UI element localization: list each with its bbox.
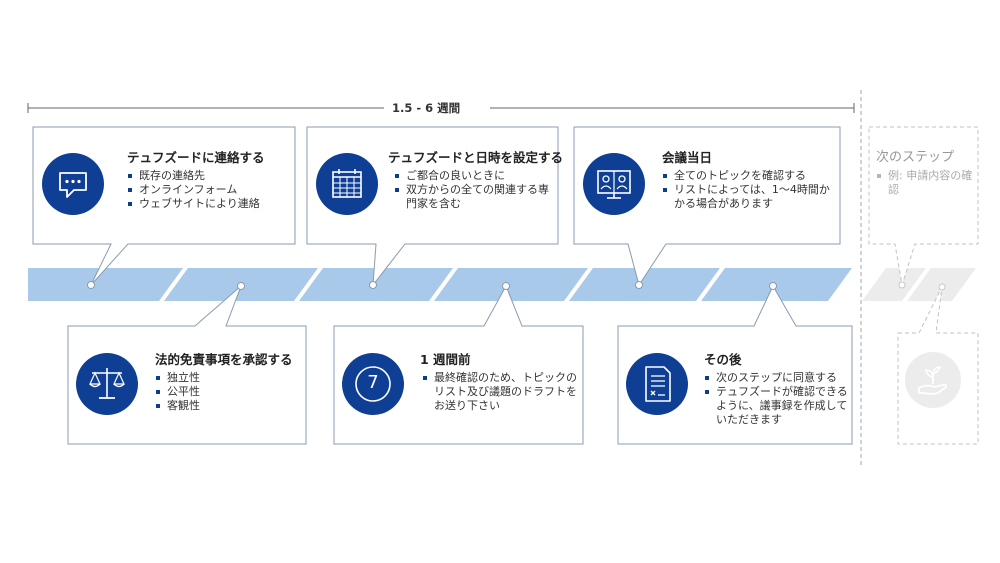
step-bullet: 全てのトピックを確認する [662, 169, 832, 183]
calendar-icon [316, 153, 378, 215]
step-next: 次のステップ 例: 申請内容の確認 [876, 150, 974, 197]
step-bullet: ご都合の良いときに [394, 169, 554, 183]
step-bullet: 独立性 [155, 371, 301, 385]
timeline-band [28, 268, 852, 301]
step-schedule: テュフズードと日時を設定する ご都合の良いときに 双方からの全ての関連する専門家… [388, 150, 564, 211]
chat-icon [42, 153, 104, 215]
document-icon [626, 353, 688, 415]
duration-label: 1.5 - 6 週間 [392, 101, 461, 115]
timeline-dot-6 [769, 282, 777, 290]
timeline-dot-1 [87, 281, 95, 289]
step-week-before: 1 週間前 最終確認のため、トピックのリスト及び議題のドラフトをお送り下さい [420, 352, 578, 413]
step-bullet: リストによっては、1〜4時間かかる場合があります [662, 183, 832, 211]
step-title: 会議当日 [662, 150, 713, 165]
seven-day-icon: 7 [342, 353, 404, 415]
step-after: その後 次のステップに同意する テュフズードが確認できるように、議事録を作成して… [704, 352, 850, 427]
step-bullet: 既存の連絡先 [127, 169, 287, 183]
step-bullet: 公平性 [155, 385, 301, 399]
step-title: その後 [704, 352, 742, 367]
callout-frame-next-top [868, 126, 979, 286]
step-title: 法的免責事項を承認する [155, 352, 293, 367]
hand-plant-icon [905, 352, 961, 408]
step-bullet: オンラインフォーム [127, 183, 287, 197]
timeline-dot-3 [369, 281, 377, 289]
step-title: 次のステップ [876, 150, 955, 165]
timeline-dot-2 [237, 282, 245, 290]
step-disclaimer: 法的免責事項を承認する 独立性 公平性 客観性 [155, 352, 301, 413]
step-meeting: 会議当日 全てのトピックを確認する リストによっては、1〜4時間かかる場合があり… [662, 150, 832, 211]
step-title: 1 週間前 [420, 352, 471, 367]
step-contact: テュフズードに連絡する 既存の連絡先 オンラインフォーム ウェブサイトにより連絡 [127, 150, 287, 211]
timeline-band-next [862, 268, 976, 301]
step-bullet: 客観性 [155, 399, 301, 413]
step-title: テュフズードと日時を設定する [388, 150, 564, 165]
video-meeting-icon [583, 153, 645, 215]
scales-icon [76, 353, 138, 415]
callout-frame-meeting [573, 126, 841, 287]
timeline-dot-next-2 [938, 283, 946, 291]
step-bullet: 次のステップに同意する [704, 371, 850, 385]
timeline-dot-next-1 [898, 281, 906, 289]
step-bullet: ウェブサイトにより連絡 [127, 197, 287, 211]
timeline-dot-5 [635, 281, 643, 289]
timeline-dot-4 [502, 282, 510, 290]
step-bullet: 最終確認のため、トピックのリスト及び議題のドラフトをお送り下さい [422, 371, 578, 413]
step-bullet: テュフズードが確認できるように、議事録を作成していただきます [704, 385, 850, 427]
step-bullet: 双方からの全ての関連する専門家を含む [394, 183, 554, 211]
seven-day-number: 7 [367, 372, 379, 393]
step-bullet: 例: 申請内容の確認 [876, 169, 974, 197]
step-title: テュフズードに連絡する [127, 150, 265, 165]
